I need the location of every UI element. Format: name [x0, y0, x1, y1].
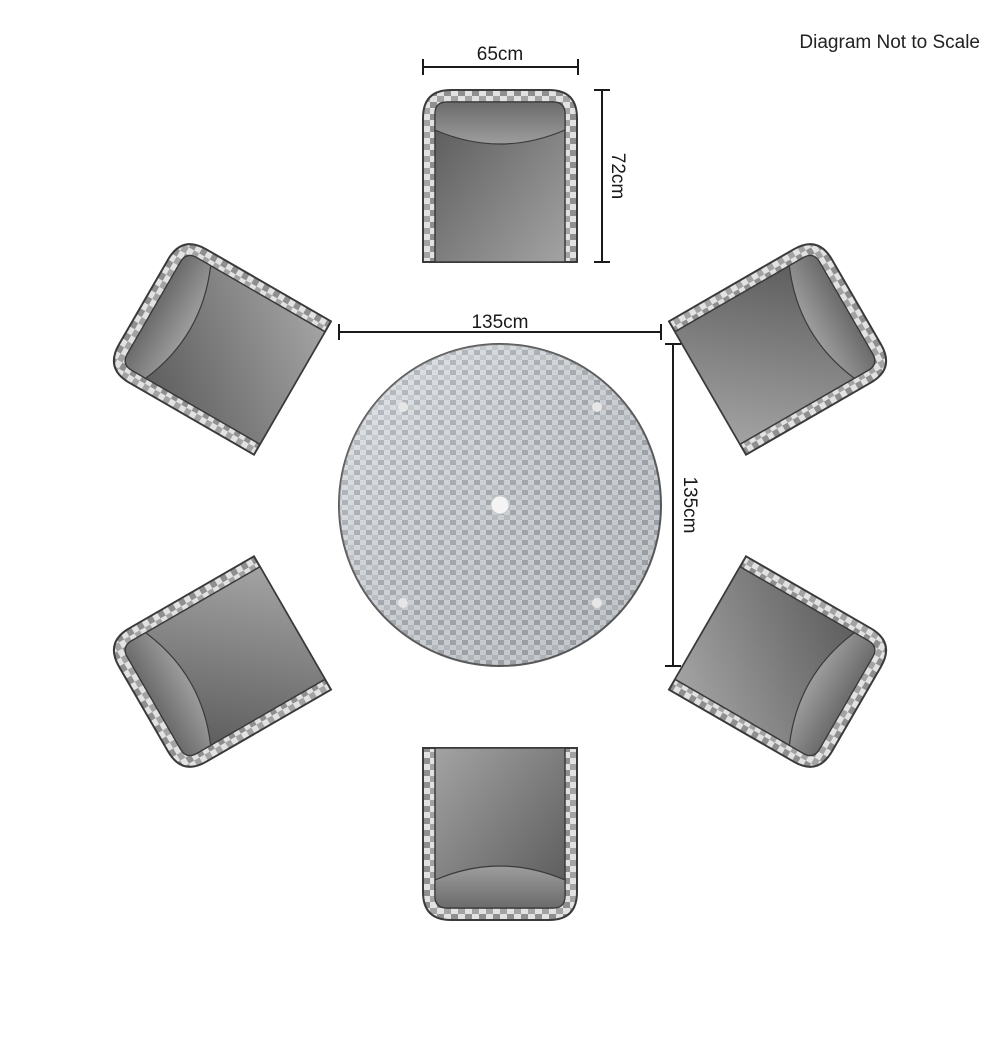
table-width-dimension: [338, 324, 662, 340]
chair-upper-right: [668, 234, 896, 456]
glass-pad-icon: [398, 598, 408, 608]
chair-upper-left: [104, 234, 332, 456]
chair-depth-dimension: [594, 89, 610, 263]
chair-bottom: [422, 747, 578, 921]
glass-pad-icon: [592, 598, 602, 608]
glass-pad-icon: [592, 402, 602, 412]
glass-pad-icon: [398, 402, 408, 412]
chair-top: [422, 89, 578, 263]
chair-depth-label: 72cm: [607, 153, 628, 199]
chair-lower-left: [104, 555, 332, 777]
round-table: [338, 343, 662, 667]
chair-width-label: 65cm: [477, 44, 523, 65]
table-depth-label: 135cm: [679, 476, 700, 533]
chair-width-dimension: [422, 59, 579, 75]
table-depth-dimension: [665, 343, 681, 667]
table-width-label: 135cm: [471, 312, 528, 333]
chair-lower-right: [668, 555, 896, 777]
parasol-hole-icon: [490, 495, 510, 515]
not-to-scale-note: Diagram Not to Scale: [799, 32, 980, 53]
